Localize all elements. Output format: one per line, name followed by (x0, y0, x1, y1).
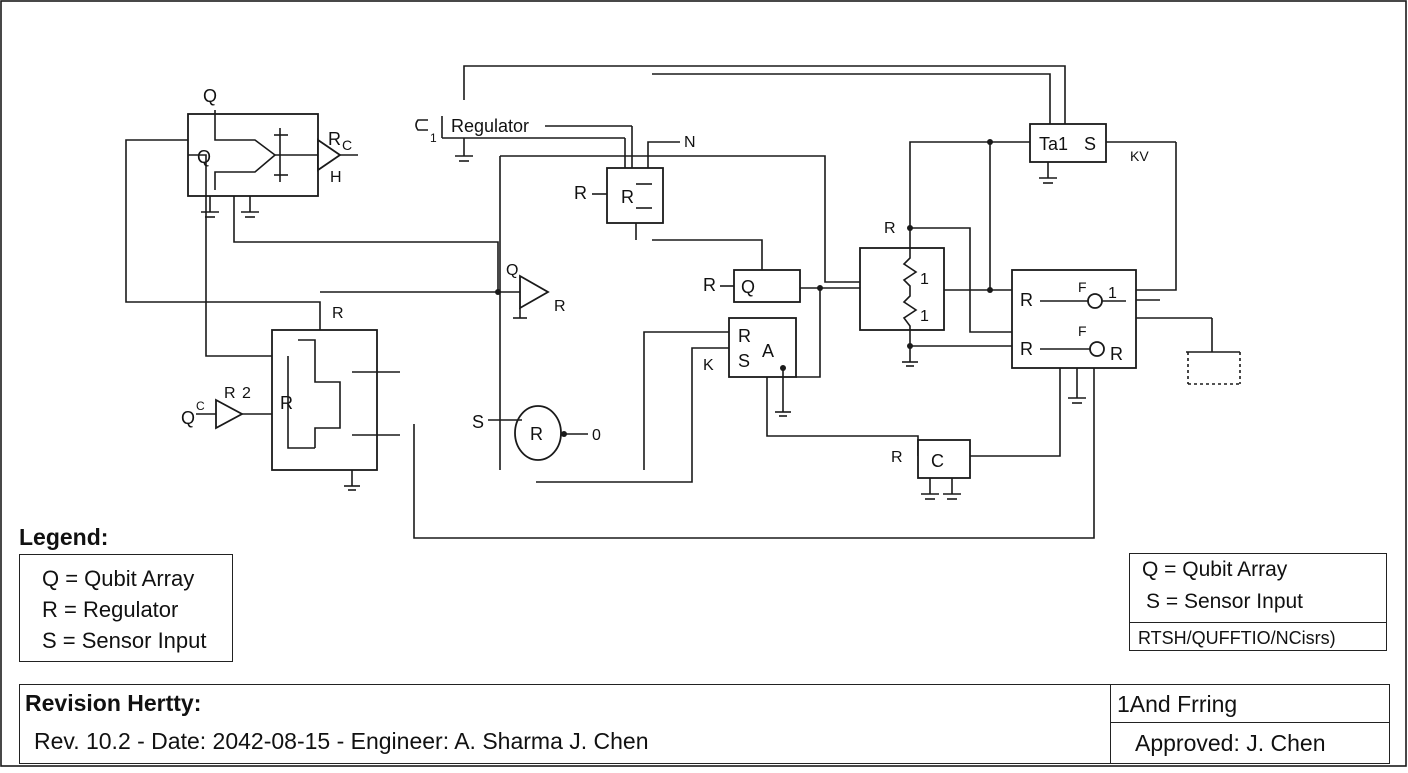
label-resistor-1a: 1 (920, 271, 929, 288)
revision-block: Revision Hertty: Rev. 10.2 - Date: 2042-… (19, 684, 1390, 764)
q-block: R Q (703, 269, 860, 303)
revision-title: Revision Hertty: (25, 690, 202, 716)
legend-item-regulator: R = Regulator (42, 597, 179, 622)
label-regulator: Regulator (451, 116, 529, 136)
label-r-box-left: R (574, 183, 587, 203)
rc-box: R C (891, 439, 971, 500)
label-big-one: 1 (1108, 285, 1117, 302)
label-r-drv: R (224, 385, 236, 402)
ta1-sensor-box: Ta1 S KV (1029, 123, 1176, 184)
label-rsa-r: R (738, 326, 751, 346)
legend-right-item-qubit: Q = Qubit Array (1142, 558, 1288, 581)
legend-box: Q = Qubit Array R = Regulator S = Sensor… (19, 554, 233, 662)
label-r-cbox: R (891, 449, 903, 466)
label-q-amp: Q (506, 262, 518, 279)
regulator-unit: 1 Regulator (415, 116, 632, 162)
label-r-circle: R (530, 424, 543, 444)
qubit-array-block: R R (271, 305, 400, 491)
q-buffer-amp: Q R (495, 262, 566, 319)
legend-box-right: Q = Qubit Array S = Sensor Input RTSH/QU… (1129, 553, 1387, 651)
label-resistor-1b: 1 (920, 308, 929, 325)
approved-by: Approved: J. Chen (1135, 730, 1326, 756)
qubit-driver: Q C R 2 (181, 385, 272, 430)
label-c-drv: C (196, 399, 205, 413)
label-kv: KV (1130, 148, 1149, 164)
label-r-big-out: R (1110, 344, 1123, 364)
label-ta1-s: S (1084, 134, 1096, 154)
label-rsa-a: A (762, 341, 774, 361)
label-ta1: Ta1 (1039, 134, 1068, 154)
label-q-drv: Q (181, 408, 195, 428)
label-rsa-s: S (738, 351, 750, 371)
label-r-big1: R (1020, 290, 1033, 310)
qubit-amplifier-block: Q Q R C H (187, 86, 358, 218)
label-rc-c: C (342, 137, 352, 153)
legend-right-item-sensor: S = Sensor Input (1146, 590, 1304, 613)
label-r-amp: R (554, 298, 566, 315)
regulator-box: R R (574, 167, 664, 224)
legend-title: Legend: (19, 524, 109, 550)
label-c-box: C (931, 451, 944, 471)
label-h-output: H (330, 169, 342, 186)
revision-right-top: 1And Frring (1111, 685, 1389, 723)
revision-line: Rev. 10.2 - Date: 2042-08-15 - Engineer:… (34, 728, 649, 754)
label-r-resistor: R (884, 220, 896, 237)
resistor-network: R 1 1 (859, 220, 945, 367)
legend-item-qubit: Q = Qubit Array (42, 566, 195, 591)
label-r-box-inner: R (621, 187, 634, 207)
output-terminal (1186, 351, 1241, 385)
rsa-block: R S A K (703, 317, 797, 417)
sensor-regulator: R S 0 (472, 405, 601, 461)
revision-history: Revision Hertty: Rev. 10.2 - Date: 2042-… (20, 685, 1111, 763)
legend-item-sensor: S = Sensor Input (42, 628, 207, 653)
label-r-qblock: R (703, 275, 716, 295)
label-s-sensor: S (472, 412, 484, 432)
label-f-b: F (1078, 323, 1087, 339)
label-rsa-k: K (703, 357, 714, 374)
label-n: N (684, 134, 696, 151)
legend-right-footer: RTSH/QUFFTIO/NCisrs) (1130, 622, 1386, 652)
label-r-array-left: R (280, 393, 293, 413)
label-zero: 0 (592, 427, 601, 444)
label-q-qblock: Q (741, 277, 755, 297)
label-q-top: Q (203, 86, 217, 106)
label-q-mid: Q (197, 147, 211, 167)
label-2-drv: 2 (242, 385, 251, 402)
output-control-block: R R F 1 F R (1011, 269, 1212, 404)
label-regulator-1: 1 (430, 131, 437, 145)
label-r-array: R (332, 305, 344, 322)
label-r-big2: R (1020, 339, 1033, 359)
label-f-a: F (1078, 279, 1087, 295)
label-rc-r: R (328, 129, 341, 149)
